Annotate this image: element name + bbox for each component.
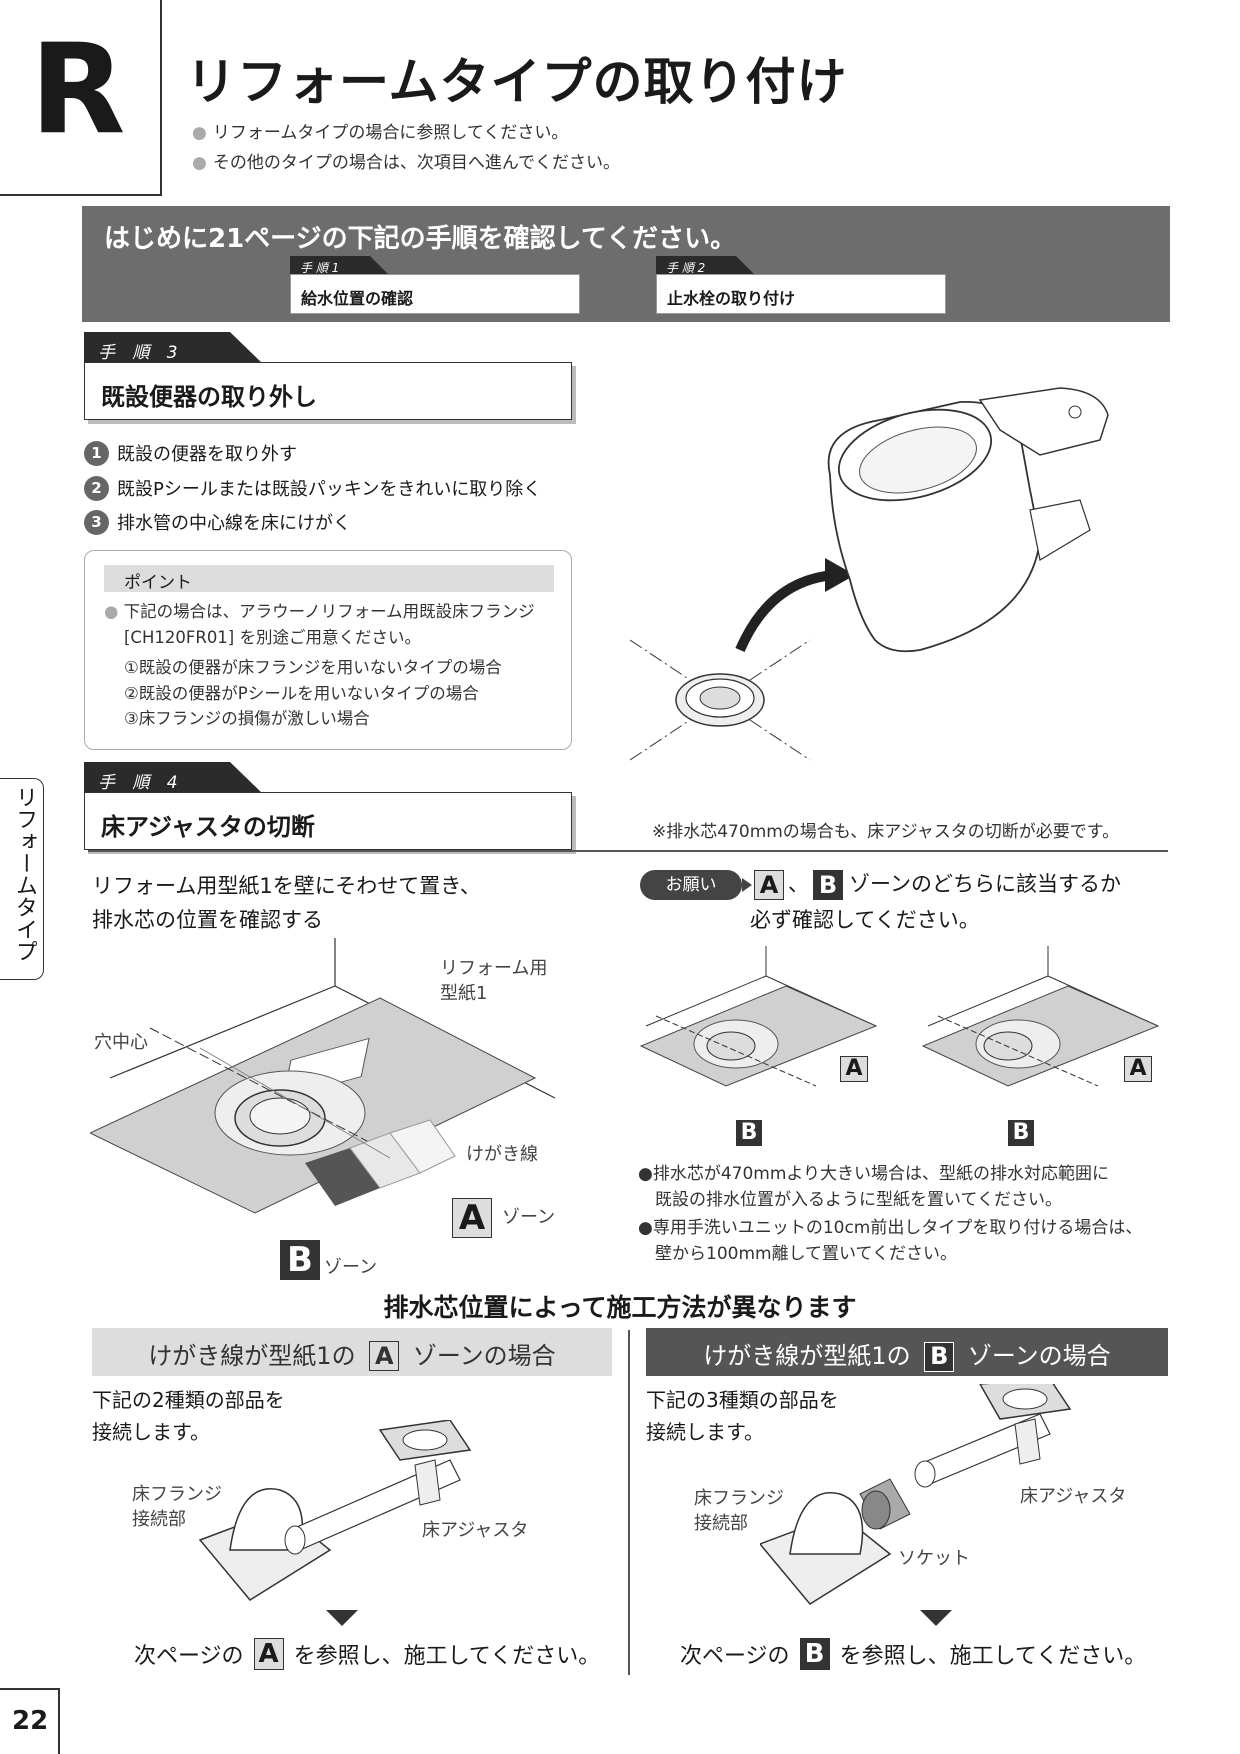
zone-b-callout: B ゾーン (280, 1240, 377, 1280)
zone-a-marker: A (1124, 1056, 1152, 1082)
down-arrow-icon (920, 1610, 952, 1626)
request-text: A 、 B ゾーンのどちらに該当するか (754, 868, 1121, 902)
side-tab (0, 778, 44, 980)
zone-b-marker: B (736, 1120, 762, 1146)
zone-b-marker: B (1008, 1120, 1034, 1146)
zone-a-marker: A (840, 1056, 868, 1082)
intro-bullet: ●その他のタイプの場合は、次項目へ進んでください。 (192, 153, 620, 173)
zone-a-heading: けがき線が型紙1の A ゾーンの場合 (92, 1328, 612, 1376)
zone-b-parts-illustration (760, 1384, 1072, 1605)
divider (88, 850, 1168, 852)
intro-bullet: ●リフォームタイプの場合に参照してください。 (192, 123, 569, 143)
point-text: ②既設の便器がPシールを用いないタイプの場合 (124, 684, 479, 703)
prereq-banner-title: はじめに21ページの下記の手順を確認してください。 (104, 224, 737, 254)
point-text: ①既設の便器が床フランジを用いないタイプの場合 (124, 658, 502, 677)
step3-title: 既設便器の取り外し (84, 362, 572, 420)
request-badge: お願い (640, 870, 752, 900)
point-text: [CH120FR01] を別途ご用意ください。 (124, 628, 421, 647)
flange-joint-label: 床フランジ接続部 (694, 1488, 784, 1535)
zone-b-heading: けがき線が型紙1の B ゾーンの場合 (646, 1328, 1168, 1376)
point-heading: ポイント (104, 565, 554, 593)
side-tab-label: リフォームタイプ (12, 786, 37, 962)
scribe-line-label: けがき線 (466, 1144, 538, 1165)
prereq-step-box: 給水位置の確認 (290, 274, 580, 314)
prereq-banner (82, 206, 1170, 322)
point-box (84, 550, 572, 750)
hole-center-label: 穴中心 (94, 1032, 148, 1053)
template-note: ●専用手洗いユニットの10cm前出しタイプを取り付ける場合は、 壁から100mm… (638, 1218, 1143, 1264)
floor-adjuster-label: 床アジャスタ (422, 1520, 529, 1541)
zone-a-desc: 下記の2種類の部品を接続します。 (92, 1388, 285, 1444)
request-text-line2: 必ず確認してください。 (750, 908, 980, 932)
socket-label: ソケット (898, 1548, 970, 1569)
step4-instruction: リフォーム用型紙1を壁にそわせて置き、 排水芯の位置を確認する (92, 874, 481, 932)
step4-label: 手 順 4 (84, 762, 264, 795)
template-placement-illustration (90, 938, 556, 1214)
page-title: リフォームタイプの取り付け (186, 53, 848, 111)
section-letter: R (30, 18, 126, 162)
step4-title: 床アジャスタの切断 (84, 792, 572, 850)
down-arrow-icon (326, 1610, 358, 1626)
template-note: ●排水芯が470mmより大きい場合は、型紙の排水対応範囲に 既設の排水位置が入る… (638, 1164, 1110, 1210)
toilet-removal-illustration (629, 387, 1109, 761)
zone-a-parts-illustration (198, 1420, 472, 1601)
step3-label: 手 順 3 (84, 332, 264, 365)
zone-a-callout: A ゾーン (452, 1198, 555, 1238)
flange-joint-label: 床フランジ接続部 (132, 1484, 222, 1531)
step4-note: ※排水芯470mmの場合も、床アジャスタの切断が必要です。 (652, 822, 1120, 842)
point-text: ● 下記の場合は、アラウーノリフォーム用既設床フランジ (104, 602, 535, 621)
column-divider (628, 1330, 630, 1675)
prereq-step-box: 止水栓の取り付け (656, 274, 946, 314)
section-letter-box (0, 0, 162, 196)
zone-b-reference: 次ページの B を参照し、施工してください。 (680, 1638, 1147, 1670)
template-label: リフォーム用型紙1 (440, 958, 548, 1005)
point-text: ③床フランジの損傷が激しい場合 (124, 709, 370, 728)
zone-a-reference: 次ページの A を参照し、施工してください。 (134, 1638, 601, 1670)
zone-b-desc: 下記の3種類の部品を接続します。 (646, 1388, 839, 1444)
floor-adjuster-label: 床アジャスタ (1020, 1486, 1127, 1507)
page-number: 22 (0, 1688, 60, 1754)
prereq-step-tag: 手 順 2 (656, 256, 756, 276)
zone-check-illustrations (639, 946, 1160, 1087)
methods-heading: 排水芯位置によって施工方法が異なります (383, 1293, 857, 1322)
prereq-step-tag: 手 順 1 (290, 256, 390, 276)
